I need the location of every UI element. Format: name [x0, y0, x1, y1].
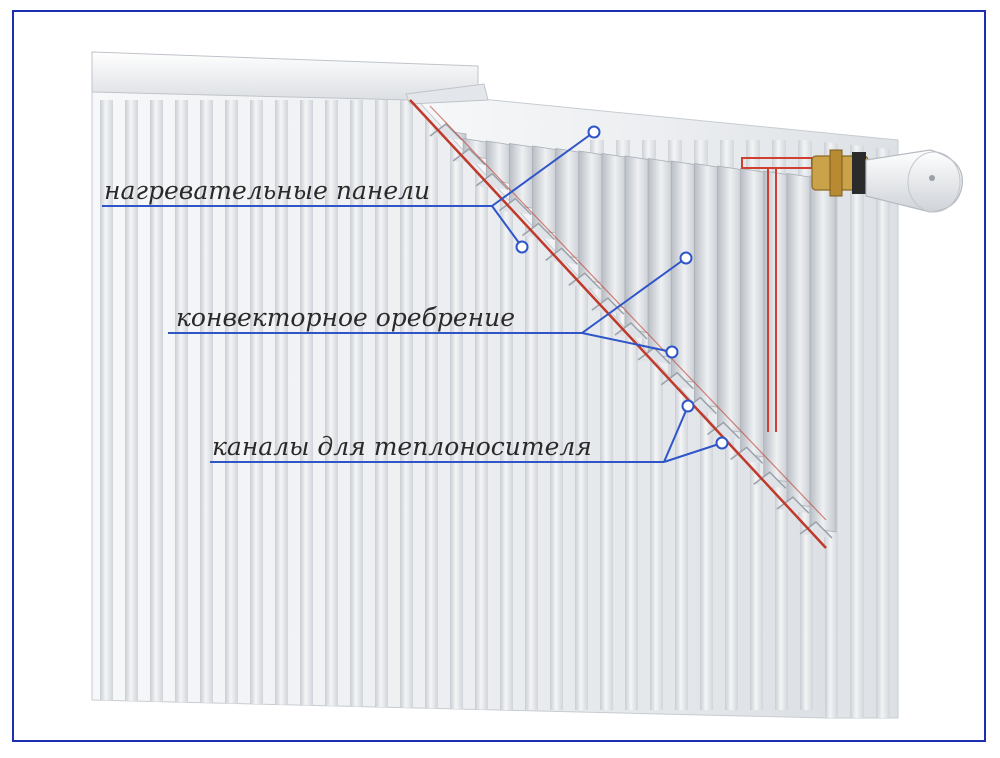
- panel-stripe: [125, 100, 138, 710]
- panel-stripe: [850, 140, 864, 718]
- callout-dot: [679, 251, 693, 265]
- fin-zigzag: [545, 247, 579, 265]
- panel-stripe: [375, 100, 388, 710]
- label-coolant-channels: каналы для теплоносителя: [212, 432, 592, 461]
- panel-stripe: [175, 100, 188, 710]
- panel-stripe: [475, 100, 488, 710]
- convector-fin: [809, 175, 837, 533]
- callout-heating-panels: нагревательные панели: [102, 125, 601, 254]
- panel-stripe: [325, 100, 338, 710]
- convector-fin: [693, 163, 721, 409]
- fin-zigzag: [475, 172, 509, 191]
- panel-stripe: [150, 100, 163, 710]
- convector-fin: [647, 158, 675, 359]
- label-convector-fins: конвекторное оребрение: [176, 303, 515, 332]
- convector-fin: [740, 168, 768, 458]
- convector-fin: [624, 155, 652, 334]
- panel-stripe: [450, 100, 463, 710]
- callout-dot: [515, 240, 529, 254]
- callout-dot: [665, 345, 679, 359]
- panel-stripe: [350, 100, 363, 710]
- callout-convector-fins: конвекторное оребрение: [168, 251, 693, 359]
- thermostat-head-icon: [865, 149, 963, 213]
- panel-stripe: [200, 100, 213, 710]
- fin-zigzag: [452, 147, 486, 166]
- fin-zigzag: [568, 272, 602, 290]
- fin-zigzag: [753, 471, 787, 489]
- panel-stripe: [425, 100, 438, 710]
- callout-dot: [715, 436, 729, 450]
- fin-zigzag: [522, 222, 556, 241]
- fin-zigzag: [591, 297, 625, 315]
- fin-zigzag: [707, 421, 741, 440]
- top-grille: [91, 51, 489, 105]
- callout-dot: [587, 125, 601, 139]
- cutaway-edge-inner: [429, 105, 827, 521]
- fin-zigzag: [660, 371, 694, 390]
- valve-icon: [811, 149, 869, 197]
- convector-fin: [508, 143, 536, 210]
- convector-fins: [429, 123, 837, 539]
- convector-fin: [532, 145, 559, 234]
- panel-stripe: [250, 100, 263, 710]
- fin-zigzag: [776, 496, 810, 514]
- panel-stripe: [100, 100, 113, 710]
- callout-dot: [681, 399, 695, 413]
- panel-stripe: [876, 140, 890, 718]
- fin-zigzag: [498, 197, 532, 216]
- fin-zigzag: [614, 322, 648, 340]
- panel-stripe: [275, 100, 288, 710]
- cutaway-edge: [409, 99, 827, 549]
- panel-stripe: [400, 100, 413, 710]
- panel-stripe: [225, 100, 238, 710]
- convector-fin: [717, 165, 744, 433]
- panel-stripe: [525, 100, 538, 710]
- convector-fin: [578, 150, 606, 284]
- panel-stripe: [300, 100, 313, 710]
- panel-stripe: [500, 100, 513, 710]
- label-heating-panels: нагревательные панели: [104, 176, 430, 205]
- callout-coolant-channels: каналы для теплоносителя: [210, 399, 729, 463]
- fin-zigzag: [799, 521, 833, 539]
- convector-fin: [786, 173, 814, 508]
- fin-zigzag: [730, 446, 764, 464]
- convector-fin: [601, 153, 629, 309]
